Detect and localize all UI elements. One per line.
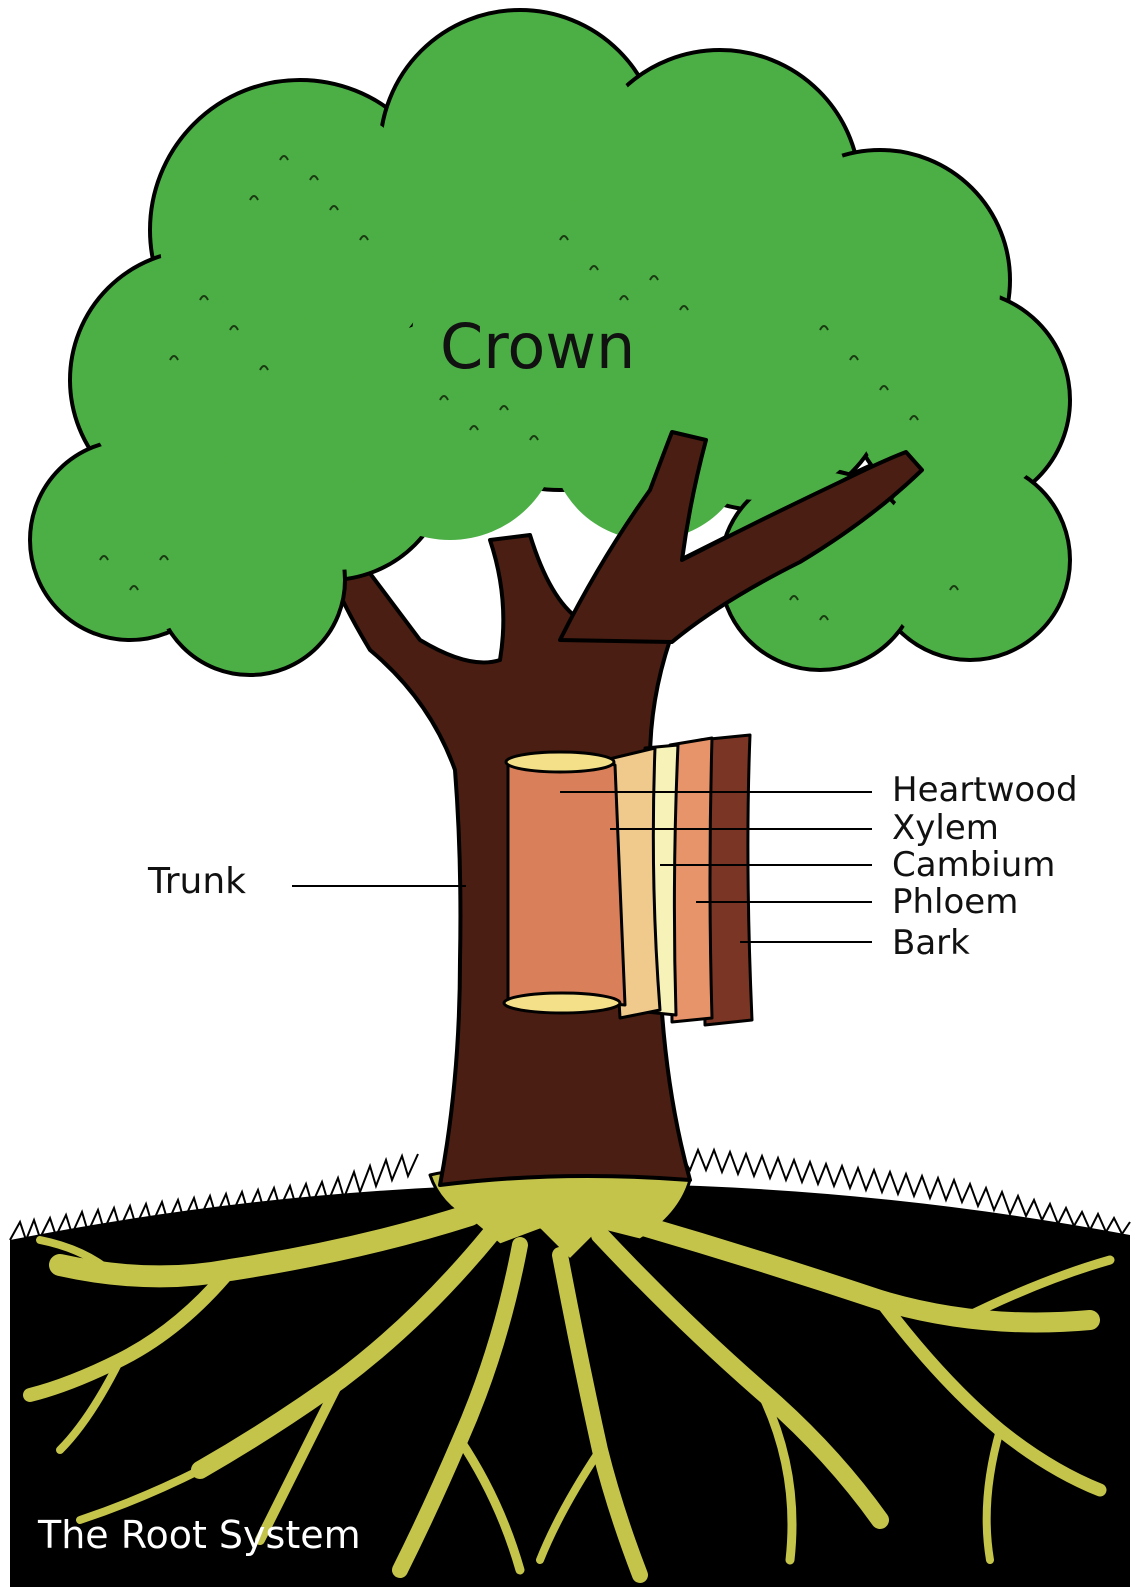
cambium-label: Cambium: [892, 845, 1055, 885]
bark-label: Bark: [892, 923, 970, 963]
trunk-label: Trunk: [147, 861, 246, 902]
cutaway-layers: [504, 735, 752, 1025]
heartwood-label: Heartwood: [892, 770, 1078, 810]
crown-label: Crown: [440, 310, 635, 383]
root-system-label: The Root System: [37, 1513, 361, 1557]
heartwood-layer: [508, 756, 625, 1005]
xylem-label: Xylem: [892, 808, 999, 848]
phloem-label: Phloem: [892, 882, 1018, 922]
